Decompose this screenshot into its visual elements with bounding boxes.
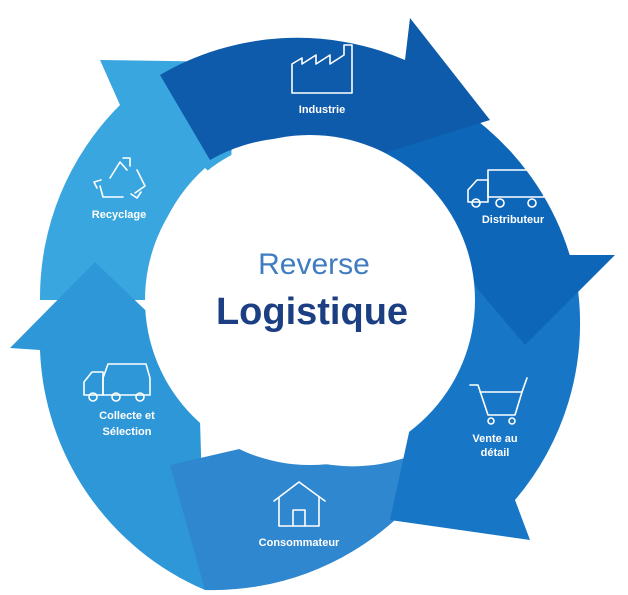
arrow-segment-vente [390,280,581,540]
stage-label: Industrie [299,104,345,116]
stage-label: Sélection [103,426,152,438]
stage-industrie: Industrie [291,44,353,116]
stage-label: Vente au [472,433,517,445]
stage-consommateur: Consommateur [259,481,340,549]
house-icon [273,481,326,527]
arrow-segment-recyclage [39,60,235,300]
stage-collecte: Collecte et Sélection [83,363,155,438]
truck-icon [467,169,545,208]
factory-icon [291,44,353,94]
stage-recyclage: Recyclage [92,157,146,221]
stage-vente: Vente au détail [469,377,528,459]
recycle-icon [93,157,146,199]
shopping-cart-icon [469,377,528,425]
center-title-reverse: Reverse [258,248,370,281]
center-disc [145,135,475,465]
stage-label: Collecte et [99,410,155,422]
arrow-segment-industrie [160,18,490,170]
arrow-segment-distributeur [360,75,615,345]
stage-label: Consommateur [259,537,340,549]
stage-label: détail [481,447,510,459]
truck-icon [83,363,151,402]
stage-distributeur: Distributeur [467,169,545,226]
center-title-logistique: Logistique [216,291,408,333]
stage-label: Distributeur [482,214,545,226]
stage-label: Recyclage [92,209,146,221]
